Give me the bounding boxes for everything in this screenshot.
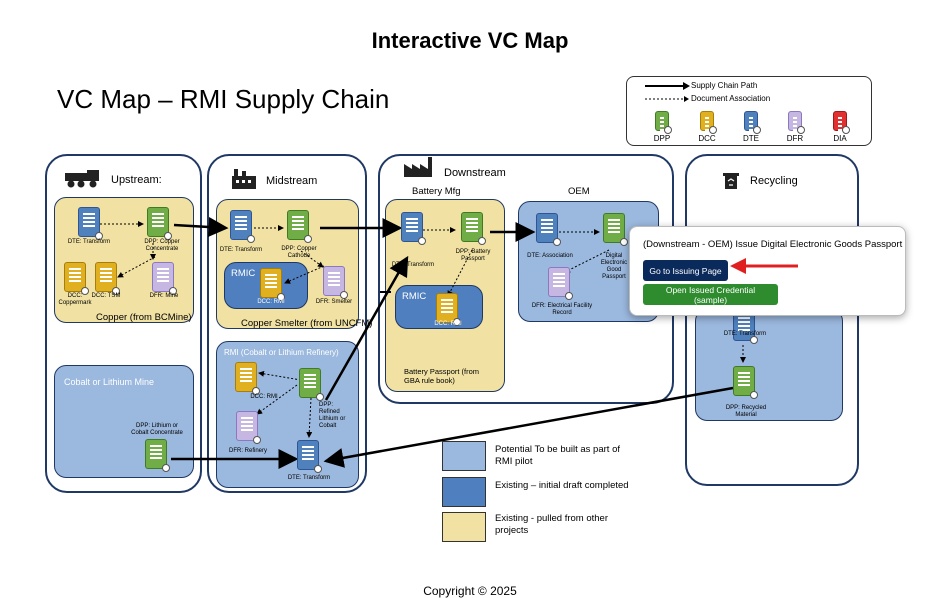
key-label-existing-draft: Existing – initial draft completed (495, 480, 629, 491)
key-label-existing-other: Existing - pulled from other projects (495, 513, 608, 536)
ds-dte-transform-label: DTE: Transform (391, 262, 435, 268)
key-swatch-existing-draft (442, 477, 486, 507)
oem-dpp-digital-goods-label: Digital Electronic Good Passport (600, 253, 628, 280)
oem-dfr-facility-doc[interactable] (548, 267, 573, 300)
ds-dpp-battery-passport-doc[interactable] (461, 212, 486, 245)
popup-title: (Downstream - OEM) Issue Digital Electro… (643, 239, 903, 250)
mid-dcc-rmi-label: DCC: RMI (257, 299, 285, 305)
legend-dpp-icon (655, 111, 672, 134)
rmic-battery-label: RMIC (402, 291, 427, 302)
mid-dte-transform-doc[interactable] (230, 210, 255, 243)
up-dte-transform-label: DTE: Transform (67, 239, 111, 245)
ds-dcc-rmi-label: DCC: RMI (434, 321, 462, 327)
recycle-bin-icon (723, 173, 739, 189)
mid-dpp-copper-cathode-doc[interactable] (287, 210, 312, 243)
mid-dte-transform-bottom-doc[interactable] (297, 440, 322, 473)
legend-dte-icon (744, 111, 761, 134)
factory-icon (232, 169, 256, 189)
go-to-issuing-page-button[interactable]: Go to Issuing Page (643, 260, 728, 281)
legend-document-association: Document Association (691, 94, 771, 103)
midstream-label: Midstream (266, 175, 318, 187)
mid-dfr-refinery-label: DFR: Refinery (228, 448, 267, 454)
mid-rmi-dcc-rmi-label: DCC: RMI (250, 394, 278, 400)
red-pointer-arrow-icon (730, 258, 798, 274)
legend-dfr-icon (788, 111, 805, 134)
copper-bcmine-label: Copper (from BCMine) (96, 312, 192, 323)
rmi-refinery-label: RMI (Cobalt or Lithium Refinery) (224, 348, 339, 357)
recycling-label: Recycling (750, 175, 798, 187)
up-dcc-tsm-doc[interactable] (95, 262, 120, 295)
battery-mfg-label: Battery Mfg (412, 186, 461, 197)
oem-label: OEM (568, 186, 590, 197)
copyright: Copyright © 2025 (423, 584, 517, 598)
oem-dfr-facility-label: DFR: Electrical Facility Record (531, 303, 593, 316)
copper-bcmine-region (54, 197, 194, 323)
mid-dpp-copper-cathode-label: DPP: Copper Cathode (281, 246, 317, 259)
map-title: VC Map – RMI Supply Chain (57, 84, 390, 114)
copper-smelter-label: Copper Smelter (from UNCFM) (241, 318, 373, 329)
oem-dte-association-label: DTE: Association (527, 253, 573, 259)
open-issued-credential-button[interactable]: Open Issued Credential (sample) (643, 284, 778, 305)
battery-passport-gba-label: Battery Passport (from GBA rule book) (404, 367, 480, 386)
legend-supply-chain-path: Supply Chain Path (691, 81, 758, 90)
mid-rmi-dcc-rmi-doc[interactable] (235, 362, 260, 395)
mid-dte-transform-bottom-label: DTE: Transform (287, 475, 331, 481)
legend-label-dcc: DCC (698, 134, 716, 143)
rmic-smelter-label: RMIC (231, 268, 256, 279)
legend-label-dfr: DFR (786, 134, 804, 143)
mid-dpp-refined-doc[interactable] (299, 368, 324, 401)
legend-label-dpp: DPP (653, 134, 671, 143)
key-swatch-existing-other (442, 512, 486, 542)
downstream-label: Downstream (444, 167, 506, 179)
oem-dpp-digital-goods-doc[interactable] (603, 213, 628, 246)
up-dcc-coppermark-doc[interactable] (64, 262, 89, 295)
upstream-label: Upstream: (111, 174, 162, 186)
rec-dte-transform-label: DTE: Transform (723, 331, 767, 337)
up-dcc-coppermark-label: DCC: Coppermark (58, 293, 92, 306)
cobalt-lithium-mine-region (54, 365, 194, 478)
mid-dte-transform-label: DTE: Transform (219, 247, 263, 253)
industry-icon (404, 157, 432, 177)
mid-dfr-smelter-label: DFR: Smelter (315, 299, 353, 305)
rec-dte-transform-doc[interactable] (733, 311, 758, 344)
mining-truck-icon (65, 170, 99, 188)
ds-dpp-battery-passport-label: DPP: Battery Passport (455, 249, 491, 262)
cobalt-lithium-mine-label: Cobalt or Lithium Mine (64, 377, 155, 387)
up-dcc-tsm-label: DCC: TSM (91, 293, 121, 299)
up-dfr-mine-label: DFR: Mine (149, 293, 179, 299)
rec-dpp-recycled-doc[interactable] (733, 366, 758, 399)
mid-dcc-rmi-doc[interactable] (260, 268, 285, 301)
legend-label-dte: DTE (743, 134, 759, 143)
ds-dte-transform-doc[interactable] (401, 212, 426, 245)
key-label-potential: Potential To be built as part of RMI pil… (495, 444, 620, 467)
up-dpp-copper-concentrate-doc[interactable] (147, 207, 172, 240)
ds-dcc-rmi-doc[interactable] (436, 293, 461, 326)
legend-dcc-icon (700, 111, 717, 134)
key-swatch-potential (442, 441, 486, 471)
legend-label-dia: DIA (833, 134, 847, 143)
mid-dpp-refined-label: DPP: Refined Lithium or Cobalt (319, 402, 346, 429)
up-dfr-mine-doc[interactable] (152, 262, 177, 295)
oem-dte-association-doc[interactable] (536, 213, 561, 246)
up-dpp-lithium-cobalt-label: DPP: Lithium or Cobalt Concentrate (131, 423, 183, 436)
up-dte-transform-doc[interactable] (78, 207, 103, 240)
mid-dfr-refinery-doc[interactable] (236, 411, 261, 444)
issue-popup: (Downstream - OEM) Issue Digital Electro… (629, 226, 906, 316)
legend: Supply Chain Path Document Association D… (626, 76, 872, 146)
up-dpp-lithium-cobalt-doc[interactable] (145, 439, 170, 472)
rec-dpp-recycled-label: DPP: Recycled Material (725, 405, 767, 418)
legend-dia-icon (833, 111, 850, 134)
up-dpp-copper-concentrate-label: DPP: Copper Concentrate (144, 239, 180, 252)
page-title: Interactive VC Map (371, 28, 569, 53)
mid-dfr-smelter-doc[interactable] (323, 266, 348, 299)
